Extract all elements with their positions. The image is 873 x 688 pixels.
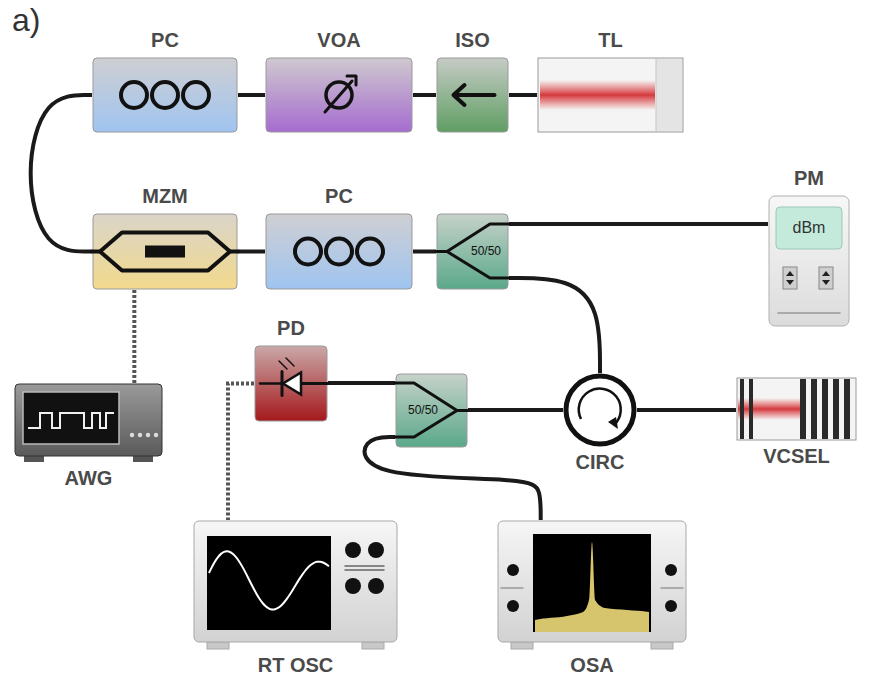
iso-symbol (436, 57, 509, 133)
polarization-controller: PC (92, 57, 238, 133)
optical-fiber (637, 408, 736, 412)
photodiode-box: PD (254, 345, 328, 422)
optical-fiber (509, 222, 768, 226)
polarization-controller: PC (265, 213, 413, 290)
optical-fiber (31, 95, 92, 252)
device-label: VCSEL (763, 445, 830, 467)
optical-fiber (413, 93, 436, 97)
awg-symbol (14, 383, 163, 463)
tl-symbol (537, 57, 684, 133)
device-label: PC (151, 29, 179, 51)
vcsel-device: VCSEL (736, 377, 857, 441)
circ-symbol (563, 373, 637, 447)
device-label: OSA (570, 654, 613, 676)
device-label: VOA (317, 29, 360, 51)
circulator-circle: CIRC (563, 373, 637, 447)
optical-fiber (509, 93, 537, 97)
attenuator-box: VOA (265, 57, 413, 133)
optical-fiber (509, 278, 600, 373)
device-label: TL (598, 29, 622, 51)
ratio-label: 50/50 (471, 244, 501, 258)
optical-fiber (365, 437, 541, 520)
laser-box: TL (537, 57, 684, 133)
coupler-box: 50/50 (395, 373, 468, 448)
isolator-box: ISO (436, 57, 509, 133)
display-readout: dBm (793, 221, 826, 235)
optical-fiber (413, 250, 436, 254)
vcsel-symbol (736, 377, 857, 441)
pd-symbol (254, 345, 328, 422)
ratio-label: 50/50 (408, 403, 438, 417)
device-label: PD (277, 317, 305, 339)
device-label: RT OSC (258, 654, 334, 676)
coupler-box: 50/50 (436, 213, 509, 290)
optical-fiber (238, 93, 265, 97)
device-label: PC (325, 185, 353, 207)
device-label: PM (794, 167, 824, 189)
panel-label: a) (12, 2, 40, 38)
device-label: ISO (455, 29, 489, 51)
voa-symbol (265, 57, 413, 133)
modulator-box: MZM (92, 213, 238, 290)
osa-symbol (497, 520, 687, 650)
device-label: CIRC (576, 451, 625, 473)
electrical-cable (228, 384, 254, 521)
osc-symbol (193, 520, 398, 650)
spectrum-analyzer: OSA (497, 520, 687, 650)
optical-fiber (238, 250, 265, 254)
pc-symbol (92, 57, 238, 133)
oscilloscope: RT OSC (193, 520, 398, 650)
electrical-cable (132, 290, 136, 383)
optical-fiber (468, 408, 563, 412)
waveform-generator: AWG (14, 383, 163, 463)
pc-symbol (265, 213, 413, 290)
power-meter: PMdBm (768, 195, 850, 327)
optical-fiber (328, 381, 395, 385)
mzm-symbol (92, 213, 238, 290)
device-label: MZM (142, 185, 188, 207)
device-label: AWG (65, 467, 113, 489)
pm-symbol (768, 195, 850, 327)
